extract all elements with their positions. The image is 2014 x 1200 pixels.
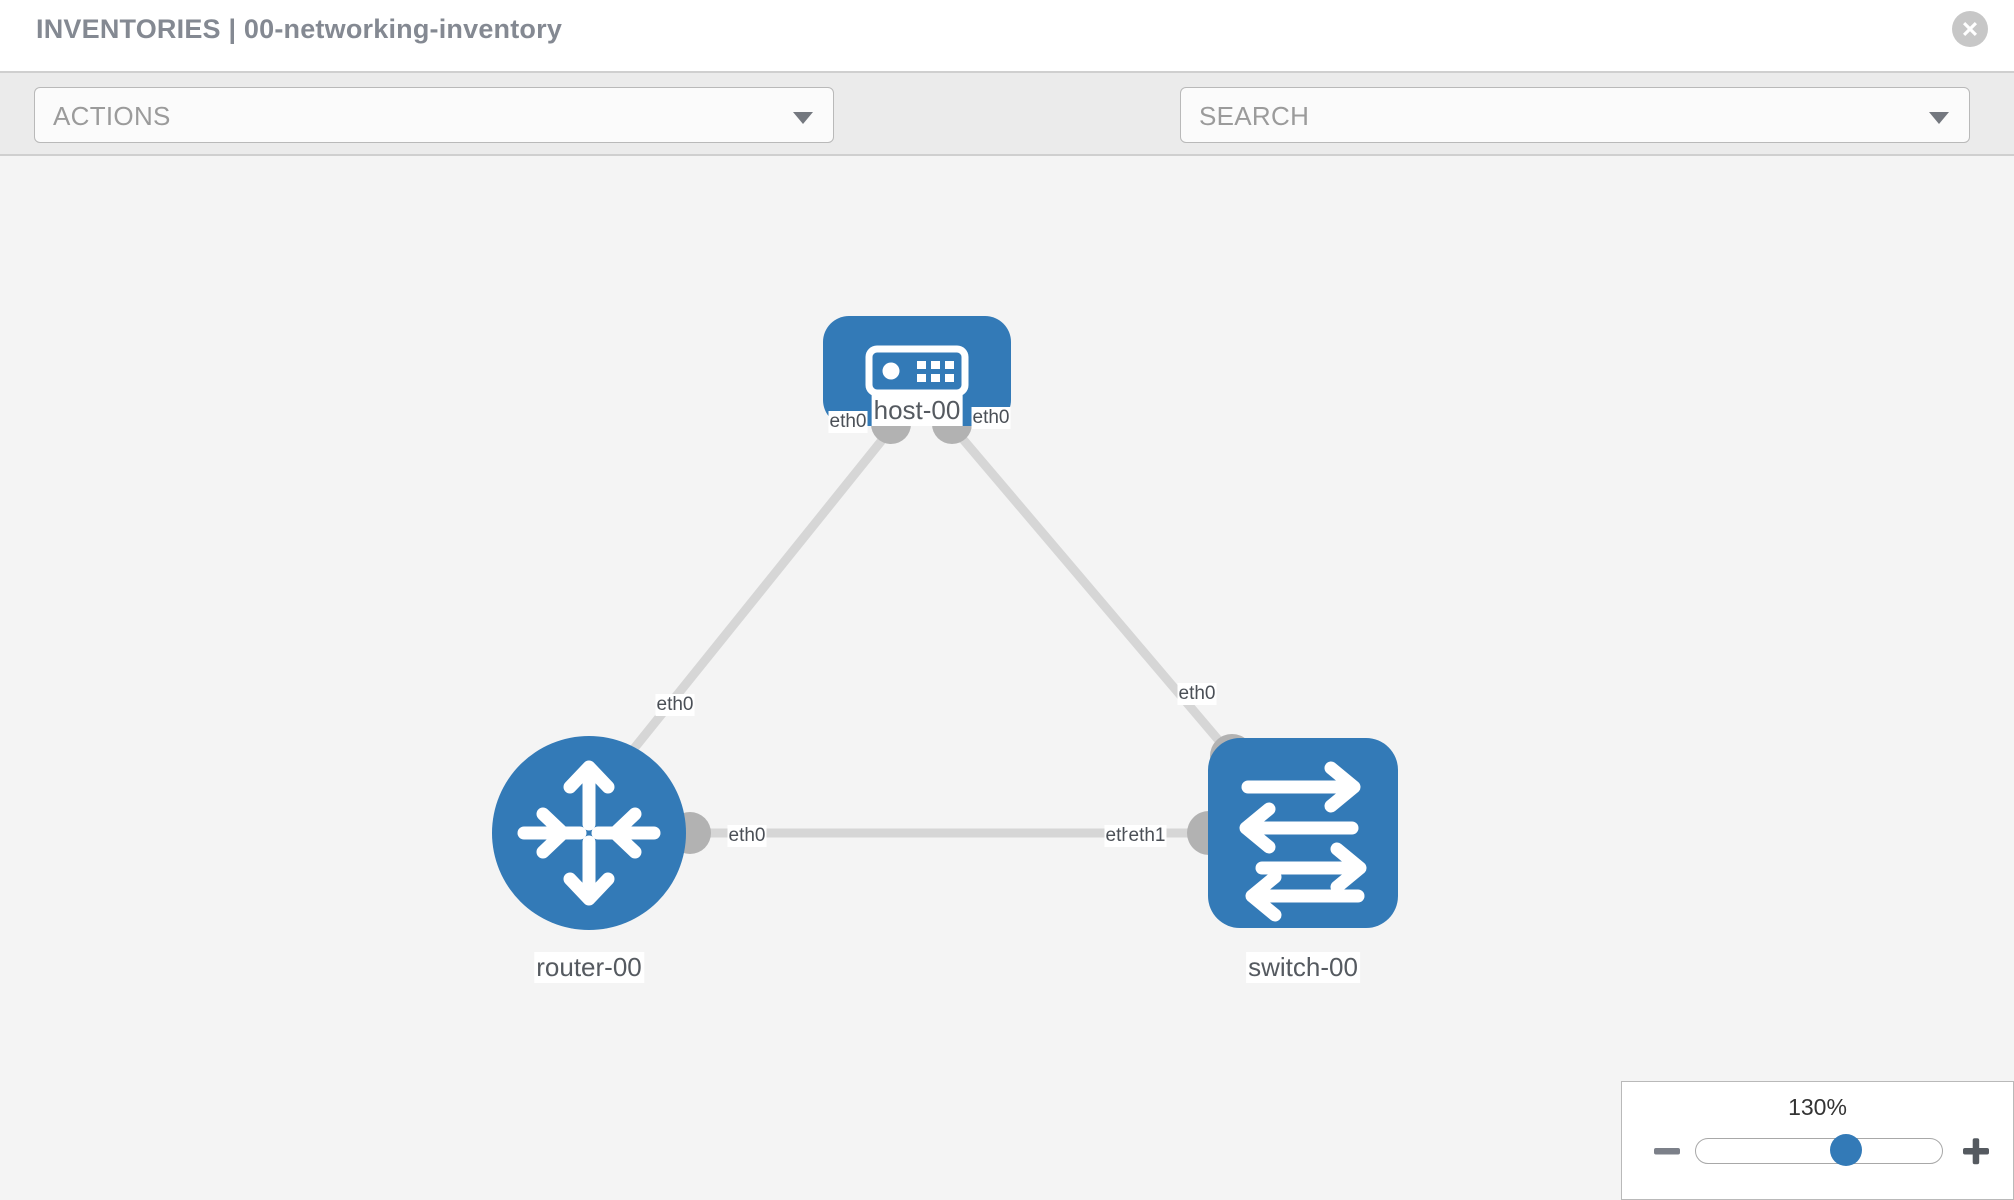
port-label-router00-eth0-uplink: eth0 [655, 694, 695, 716]
port-label-router00-eth0: eth0 [727, 825, 767, 847]
toolbar: ACTIONS SEARCH [0, 71, 2014, 202]
server-icon [865, 345, 969, 397]
node-label-host-00: host-00 [871, 395, 963, 426]
page-title: INVENTORIES | 00-networking-inventory [36, 14, 563, 44]
link-host00-switch00[interactable] [946, 421, 1236, 759]
plus-icon [1963, 1138, 1989, 1165]
minus-icon [1654, 1148, 1680, 1155]
search-placeholder: SEARCH [1199, 101, 1310, 131]
zoom-in-button[interactable] [1959, 1134, 1993, 1168]
port-label-host00-eth0-right: eth0 [971, 407, 1011, 429]
port-label-switch00-eth0-uplink: eth0 [1177, 683, 1217, 705]
zoom-level-value: 130% [1788, 1094, 1847, 1120]
node-host-00[interactable] [823, 316, 1011, 426]
zoom-slider-track[interactable] [1695, 1134, 1943, 1166]
node-switch-00[interactable] [1208, 738, 1398, 928]
zoom-control-panel: 130% [1621, 1081, 2014, 1200]
port-label-switch00-eth1: eth1 [1127, 825, 1167, 847]
node-router-00[interactable] [492, 736, 686, 930]
switch-arrows-icon [1239, 761, 1367, 922]
close-icon [1963, 22, 1977, 36]
zoom-out-button[interactable] [1650, 1134, 1684, 1168]
node-label-switch-00: switch-00 [1246, 952, 1360, 983]
ports-layer [669, 404, 1254, 855]
actions-dropdown[interactable]: ACTIONS [34, 87, 834, 143]
topology-canvas[interactable]: host-00 router-00 switch-00 eth0 eth0 et… [0, 156, 2014, 1200]
chevron-down-icon [1929, 112, 1949, 124]
router-arrows-icon [517, 760, 661, 906]
node-label-router-00: router-00 [534, 952, 644, 983]
topology-graph [492, 316, 1398, 930]
port-label-host00-eth0-left: eth0 [828, 411, 868, 433]
zoom-slider-thumb[interactable] [1830, 1134, 1862, 1166]
zoom-slider-row [1622, 1132, 2013, 1172]
close-button[interactable] [1952, 11, 1988, 47]
actions-dropdown-label: ACTIONS [53, 101, 171, 131]
links-layer [616, 421, 1236, 838]
chevron-down-icon [793, 112, 813, 124]
page-header: INVENTORIES | 00-networking-inventory [0, 0, 2014, 71]
search-input[interactable]: SEARCH [1180, 87, 1970, 143]
